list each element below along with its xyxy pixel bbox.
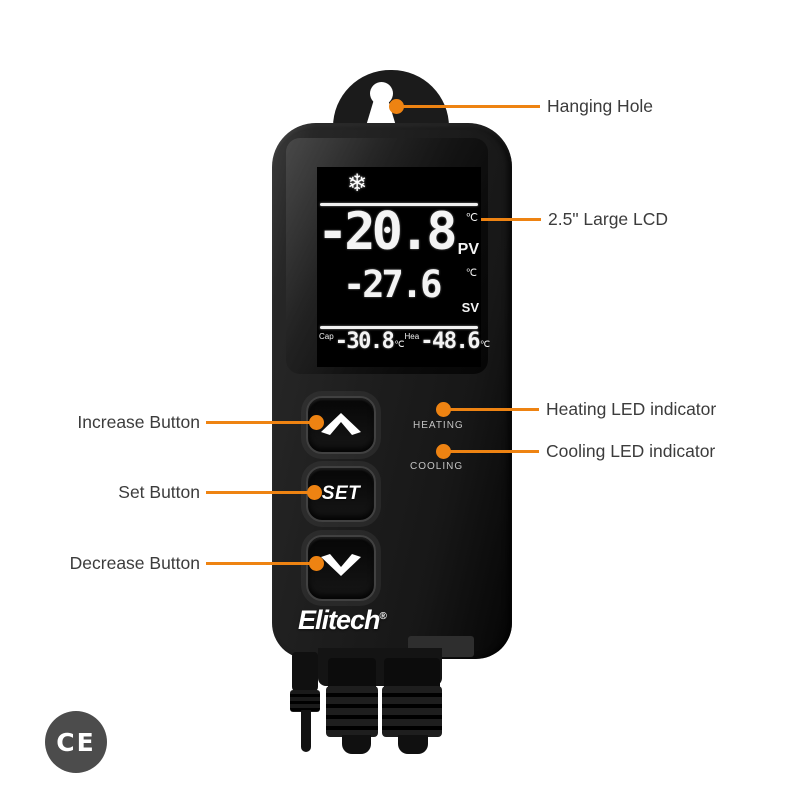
- lcd-pv-tag: PV: [457, 241, 479, 258]
- callout-label-increase-button: Increase Button: [77, 412, 200, 432]
- screen-bezel: ❄ -20.8 ℃ PV -27.6 ℃ SV Cap -30.8 ℃ Hea: [286, 138, 490, 374]
- callout-line: [444, 450, 539, 453]
- lcd-aux-capillary: Cap -30.8 ℃: [319, 330, 405, 353]
- sensor-cable-strain-relief: [290, 690, 320, 712]
- lcd-divider-bottom: [320, 326, 478, 329]
- callout-line: [206, 491, 308, 494]
- callout-label-hanging-hole: Hanging Hole: [547, 96, 654, 116]
- chevron-down-icon: [319, 553, 363, 584]
- lcd-sv-value: -27.6: [343, 263, 442, 306]
- lcd-aux-unit: ℃: [394, 339, 405, 349]
- callout-dot: [309, 556, 324, 571]
- callout-label-cooling-led: Cooling LED indicator: [546, 441, 716, 461]
- set-button[interactable]: SET: [306, 466, 376, 522]
- lcd-aux-tag: Hea: [404, 332, 420, 341]
- brand-logo: Elitech®: [298, 605, 387, 636]
- load-cable: [398, 735, 428, 754]
- lcd-pv-unit: ℃: [465, 212, 478, 224]
- lcd-aux-value: -48.6: [420, 329, 480, 354]
- lcd-sv-unit: ℃: [465, 268, 477, 279]
- power-cable-connector: [328, 658, 376, 688]
- heating-led-label: HEATING: [413, 420, 464, 431]
- callout-dot: [309, 415, 324, 430]
- callout-line: [206, 421, 310, 424]
- ce-mark: CE: [45, 711, 107, 773]
- lcd-divider-top: [320, 203, 478, 206]
- lcd-aux-unit: ℃: [479, 339, 491, 349]
- lcd-sv-tag: SV: [461, 300, 479, 315]
- cooling-led-label: COOLING: [410, 461, 464, 472]
- lcd-aux-row: Cap -30.8 ℃ Hea -48.6 ℃: [317, 330, 490, 353]
- device-body: ❄ -20.8 ℃ PV -27.6 ℃ SV Cap -30.8 ℃ Hea: [272, 123, 512, 659]
- callout-label-heating-led: Heating LED indicator: [546, 399, 717, 419]
- chevron-up-icon: [319, 410, 363, 441]
- lcd-aux-value: -30.8: [334, 329, 395, 354]
- callout-dot: [436, 402, 451, 417]
- power-cable: [342, 735, 371, 754]
- callout-label-set-button: Set Button: [118, 482, 200, 502]
- callout-line: [206, 562, 310, 565]
- registered-mark: ®: [379, 611, 387, 622]
- sensor-cable-wire: [301, 710, 311, 752]
- power-cable-strain-relief: [326, 686, 378, 737]
- hanging-hole: [370, 82, 393, 105]
- snowflake-icon: ❄: [347, 169, 368, 197]
- callout-line: [444, 408, 539, 411]
- callout-line: [397, 105, 540, 108]
- callout-label-lcd: 2.5" Large LCD: [548, 209, 669, 229]
- lcd-aux-tag: Cap: [319, 332, 334, 341]
- hanging-tab: [333, 70, 449, 127]
- callout-dot: [436, 444, 451, 459]
- sensor-cable-plug: [292, 652, 318, 692]
- set-button-label: SET: [321, 483, 361, 504]
- lcd-display: ❄ -20.8 ℃ PV -27.6 ℃ SV Cap -30.8 ℃ Hea: [317, 167, 490, 367]
- lcd-pv-value: -20.8: [317, 202, 458, 262]
- callout-label-decrease-button: Decrease Button: [69, 553, 200, 573]
- callout-dot: [307, 485, 322, 500]
- load-cable-strain-relief: [382, 686, 442, 737]
- callout-dot: [389, 99, 404, 114]
- callout-line: [440, 218, 541, 221]
- load-cable-connector: [384, 658, 440, 688]
- brand-name: Elitech: [298, 605, 381, 635]
- lcd-aux-heating: Hea -48.6 ℃: [405, 330, 491, 353]
